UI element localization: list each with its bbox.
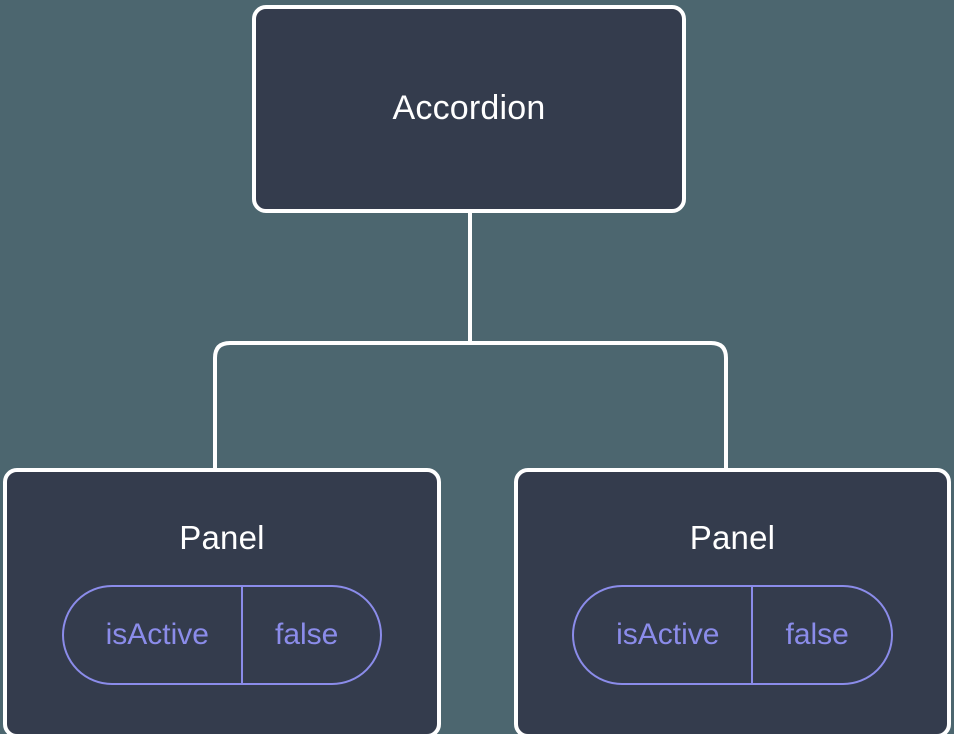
node-accordion[interactable]: Accordion — [252, 5, 686, 213]
node-accordion-label: Accordion — [392, 89, 546, 128]
node-panel-left[interactable]: Panel isActive false — [3, 468, 441, 734]
state-value-right: false — [785, 618, 849, 652]
state-key-right: isActive — [574, 587, 754, 684]
state-key-left: isActive — [64, 587, 243, 684]
node-panel-right[interactable]: Panel isActive false — [514, 468, 951, 734]
connector-child-bracket — [213, 341, 728, 468]
node-panel-left-label: Panel — [179, 519, 265, 556]
state-pill-left[interactable]: isActive false — [61, 585, 383, 686]
state-pill-right[interactable]: isActive false — [572, 585, 893, 686]
state-value-left: false — [274, 618, 339, 652]
node-panel-right-label: Panel — [689, 519, 776, 556]
